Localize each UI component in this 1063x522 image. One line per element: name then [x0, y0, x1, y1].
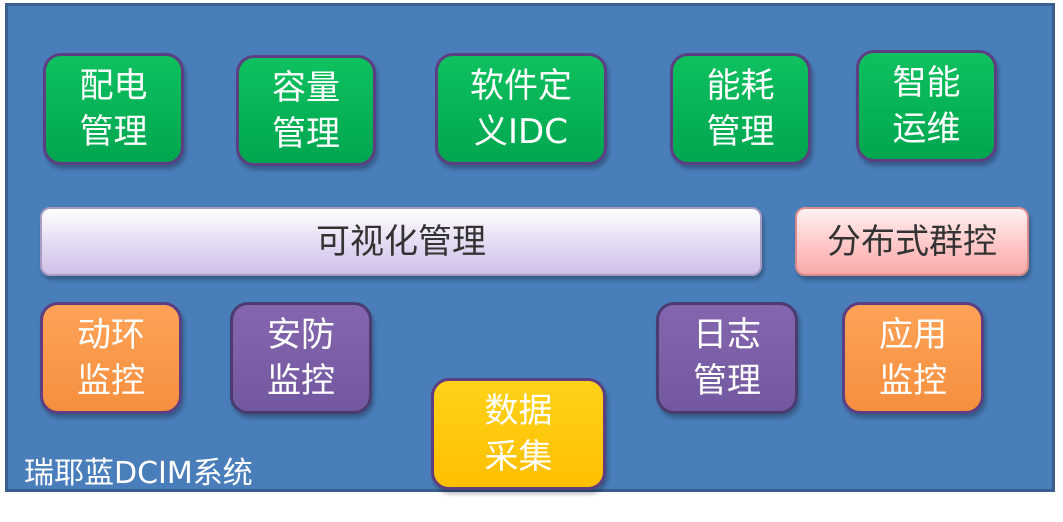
- module-label: 智能 运维: [892, 63, 961, 149]
- module-visual-management: 可视化管理: [40, 207, 762, 276]
- module-application-monitoring: 应用 监控: [842, 302, 984, 414]
- module-label: 可视化管理: [316, 221, 486, 262]
- module-label: 分布式群控: [827, 221, 997, 262]
- module-environment-monitoring: 动环 监控: [40, 302, 182, 414]
- module-label: 容量 管理: [272, 67, 340, 154]
- module-smart-operations: 智能 运维: [856, 50, 997, 162]
- module-label: 安防 监控: [267, 315, 335, 401]
- module-label: 软件定 义IDC: [470, 66, 572, 152]
- module-label: 数据 采集: [484, 391, 553, 477]
- module-distributed-group-control: 分布式群控: [795, 207, 1029, 276]
- module-label: 能耗 管理: [706, 66, 775, 152]
- module-label: 日志 管理: [693, 315, 761, 401]
- module-label: 动环 监控: [77, 315, 145, 401]
- module-software-defined-idc: 软件定 义IDC: [435, 53, 607, 165]
- module-data-collection: 数据 采集: [431, 378, 606, 490]
- module-label: 配电 管理: [79, 66, 148, 152]
- module-log-management: 日志 管理: [656, 302, 798, 414]
- system-label: 瑞耶蓝DCIM系统: [24, 456, 253, 491]
- module-capacity-management: 容量 管理: [236, 55, 376, 166]
- module-power-management: 配电 管理: [43, 53, 184, 165]
- module-security-monitoring: 安防 监控: [230, 302, 372, 414]
- module-energy-management: 能耗 管理: [670, 53, 811, 165]
- module-label: 应用 监控: [879, 315, 947, 401]
